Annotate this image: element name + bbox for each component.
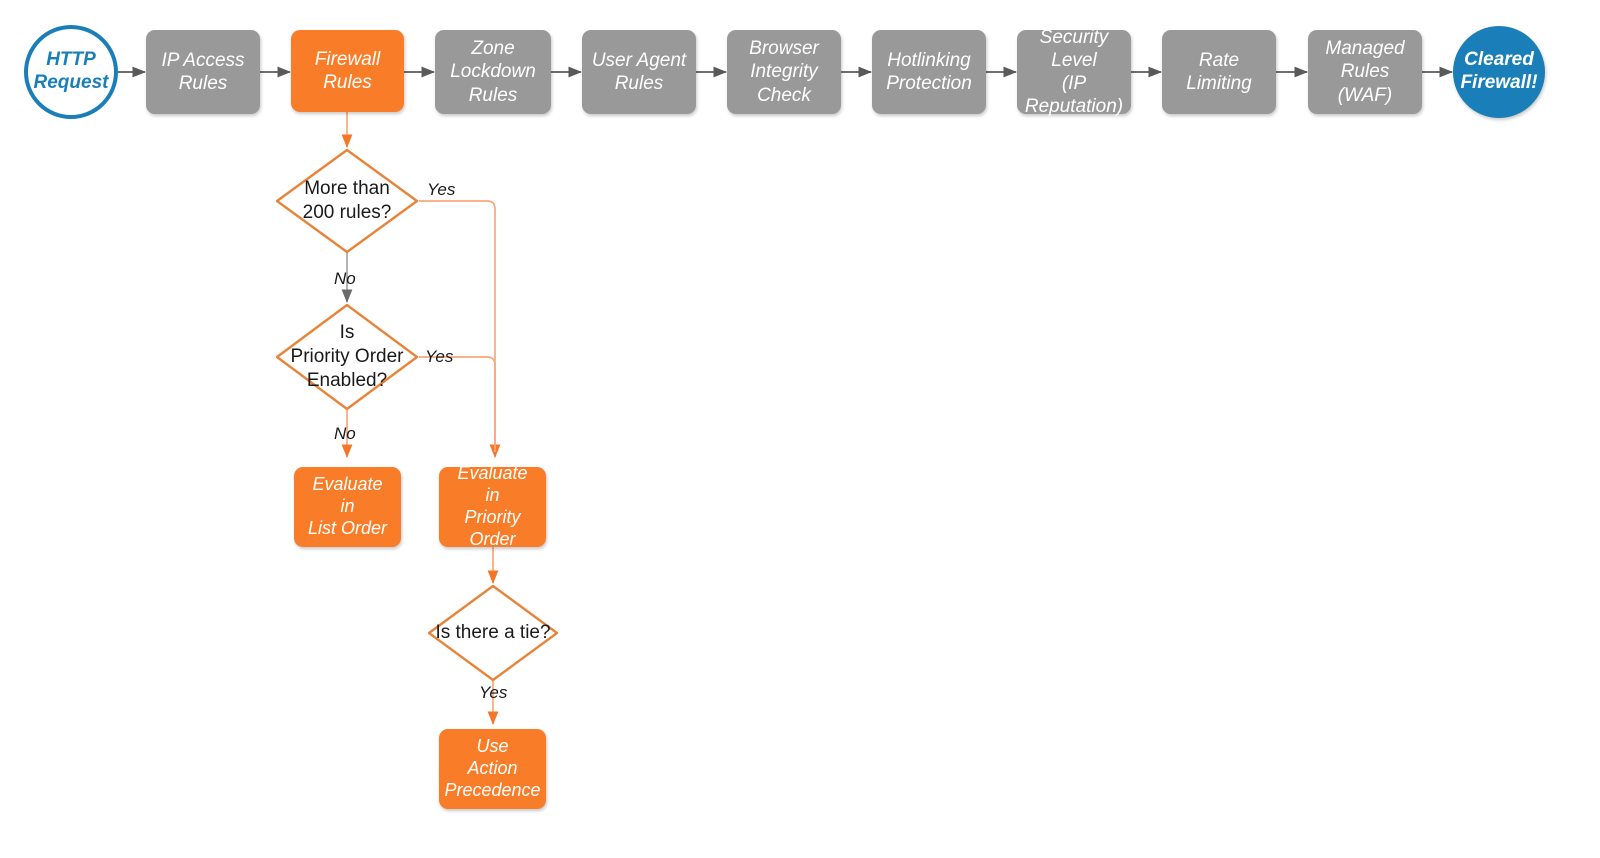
- node-rate-limiting-label: Rate Limiting: [1186, 49, 1252, 94]
- decision-is-priority-order-enabled-label: Is Priority Order Enabled?: [290, 322, 404, 391]
- decision-is-there-a-tie[interactable]: Is there a tie?: [426, 583, 560, 683]
- node-http-request[interactable]: HTTP Request: [24, 25, 118, 119]
- node-user-agent-rules-label: User Agent Rules: [591, 49, 687, 94]
- node-managed-rules-waf-label: Managed Rules (WAF): [1325, 38, 1405, 106]
- edge-label-priority-order-yes: Yes: [425, 347, 454, 366]
- diamond-shape: [427, 584, 559, 682]
- node-managed-rules-waf[interactable]: Managed Rules (WAF): [1308, 30, 1422, 114]
- edge-priority-yes: [419, 356, 496, 452]
- node-zone-lockdown-rules-label: Zone Lockdown Rules: [450, 38, 536, 106]
- diamond-shape: [275, 303, 419, 411]
- node-zone-lockdown-rules[interactable]: Zone Lockdown Rules: [435, 30, 551, 114]
- edge-label-more-than-200-yes: Yes: [427, 180, 456, 199]
- decision-is-priority-order-enabled[interactable]: Is Priority Order Enabled?: [274, 302, 420, 412]
- node-browser-integrity-check-label: Browser Integrity Check: [749, 38, 819, 106]
- edge-label-tie-yes: Yes: [479, 683, 508, 702]
- edge-decision200-yes: [419, 200, 501, 459]
- decision-more-than-200-rules[interactable]: More than 200 rules?: [274, 147, 420, 255]
- node-ip-access-rules[interactable]: IP Access Rules: [146, 30, 260, 114]
- node-evaluate-in-list-order[interactable]: Evaluate in List Order: [294, 467, 401, 547]
- node-security-level[interactable]: Security Level (IP Reputation): [1017, 27, 1131, 117]
- node-cleared-firewall-label: Cleared Firewall!: [1460, 49, 1538, 93]
- node-http-request-label: HTTP Request: [33, 49, 109, 93]
- node-browser-integrity-check[interactable]: Browser Integrity Check: [727, 30, 841, 114]
- node-firewall-rules-label: Firewall Rules: [314, 48, 381, 93]
- node-evaluate-in-list-order-label: Evaluate in List Order: [307, 474, 388, 538]
- node-hotlinking-protection[interactable]: Hotlinking Protection: [872, 30, 986, 114]
- diamond-shape: [275, 148, 419, 254]
- node-hotlinking-protection-label: Hotlinking Protection: [886, 49, 972, 94]
- node-rate-limiting[interactable]: Rate Limiting: [1162, 30, 1276, 114]
- node-ip-access-rules-label: IP Access Rules: [161, 49, 245, 94]
- edge-label-priority-order-no: No: [334, 424, 356, 443]
- decision-more-than-200-rules-label: More than 200 rules?: [302, 178, 392, 223]
- edge-label-more-than-200-no: No: [334, 269, 356, 288]
- node-evaluate-in-priority-order[interactable]: Evaluate in Priority Order: [439, 463, 546, 549]
- node-use-action-precedence-label: Use Action Precedence: [444, 736, 541, 800]
- node-security-level-label: Security Level (IP Reputation): [1024, 26, 1124, 118]
- decision-is-there-a-tie-label: Is there a tie?: [435, 622, 551, 644]
- node-user-agent-rules[interactable]: User Agent Rules: [582, 30, 696, 114]
- node-use-action-precedence[interactable]: Use Action Precedence: [439, 729, 546, 809]
- node-firewall-rules[interactable]: Firewall Rules: [291, 30, 404, 112]
- node-evaluate-in-priority-order-label: Evaluate in Priority Order: [457, 463, 528, 549]
- node-cleared-firewall[interactable]: Cleared Firewall!: [1453, 26, 1545, 118]
